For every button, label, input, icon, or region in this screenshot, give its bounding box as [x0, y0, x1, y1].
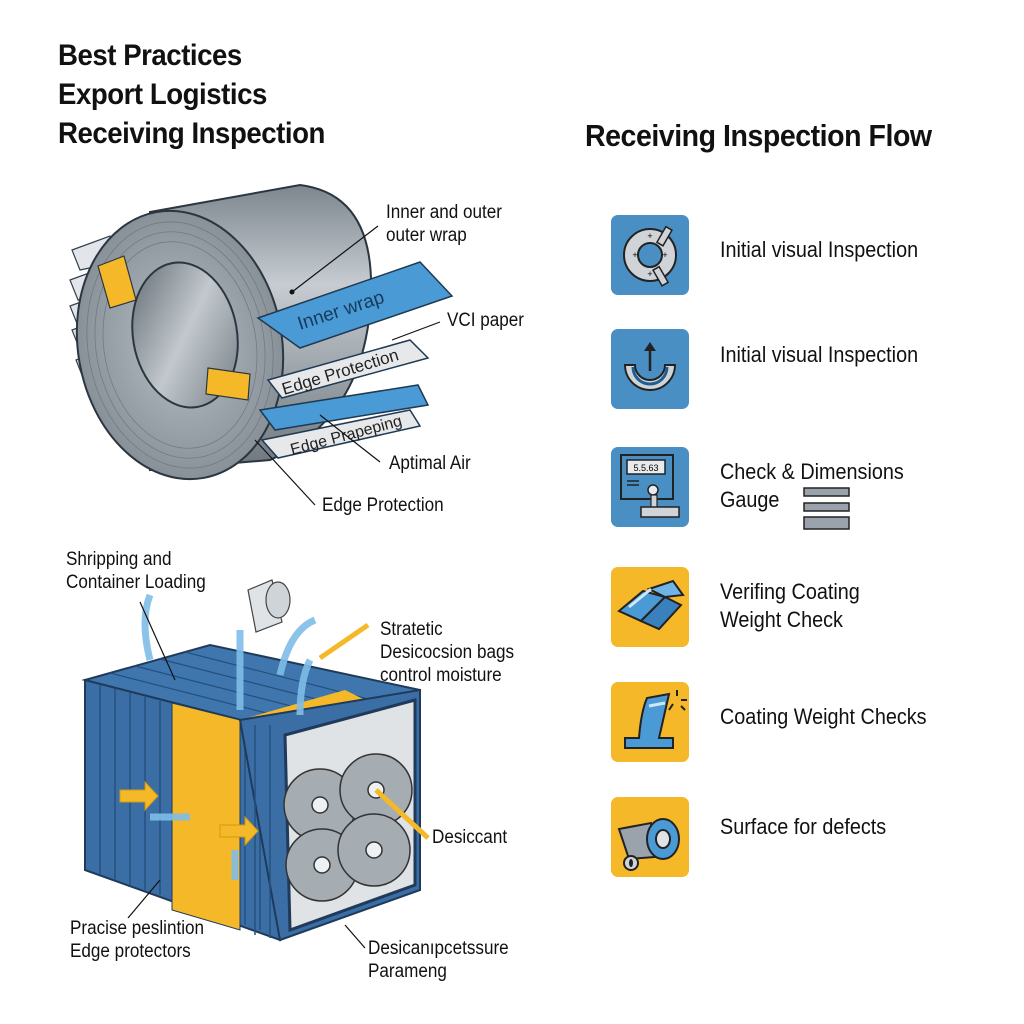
svg-text:+: +	[632, 250, 637, 260]
title-line-1: Best Practices	[58, 39, 242, 72]
wrap-layer-edge	[266, 339, 430, 399]
step-5-label: Coating Weight Checks	[720, 704, 927, 729]
step-4-label: Verifing Coating Weight Check	[720, 579, 860, 632]
callout-wrap: Inner and outer outer wrap	[386, 202, 502, 246]
wrap-layer-inner	[256, 261, 454, 349]
stacked-coils	[283, 753, 413, 902]
step-2-label: Initial visual Inspection	[720, 342, 919, 367]
coil-strap	[205, 367, 251, 401]
desiccant-bag	[247, 579, 291, 633]
airflow-arrows	[141, 593, 317, 880]
gauge-bars-icon	[803, 487, 850, 530]
step-3-label: Check & Dimensions Gauge	[720, 459, 904, 512]
container-diagram	[81, 579, 430, 949]
step-1-label: Initial visual Inspection	[720, 237, 919, 262]
title-line-2: Export Logistics	[58, 78, 267, 111]
callout-shipping: Shripping and Container Loading	[66, 549, 206, 593]
coil-cart-icon	[617, 818, 680, 871]
load-direction-arrows	[119, 780, 259, 847]
svg-text:+: +	[662, 250, 667, 260]
svg-text:+: +	[647, 231, 652, 241]
title-line-3: Receiving Inspection	[58, 117, 325, 150]
step-2-tile	[611, 329, 689, 409]
gauge-display: 5.5.63	[633, 463, 658, 473]
callout-vci-paper: VCI paper	[447, 310, 524, 331]
callout-edge-protection: Edge Protection	[322, 495, 444, 516]
open-box-icon	[617, 579, 685, 631]
step-5-tile	[611, 682, 689, 762]
container-band	[171, 702, 241, 931]
wrap-layer-paper	[260, 409, 422, 459]
coil-strap	[97, 255, 137, 309]
svg-text:+: +	[647, 269, 652, 279]
callout-edge-protectors: Pracise peslintion Edge protectors	[70, 918, 205, 962]
flow-title: Receiving Inspection Flow	[585, 118, 932, 153]
callout-pressure: Desicanıpcetssure Parameng	[368, 938, 509, 982]
coil-diagram: Inner wrap Edge Protection Edge Prapepin…	[69, 183, 454, 506]
coil-inspection-icon: + + + +	[623, 225, 677, 287]
coil-lift-icon	[623, 342, 677, 391]
step-6-tile	[611, 797, 689, 877]
callout-optimal-air: Aptimal Air	[389, 453, 471, 474]
step-4-tile	[611, 567, 689, 647]
step-3-tile: 5.5.63	[611, 447, 689, 527]
wrap-layer-blue	[258, 384, 430, 431]
step-1-tile: + + + +	[611, 215, 689, 295]
sheet-spark-icon	[624, 690, 687, 749]
gauge-meter-icon: 5.5.63	[620, 454, 680, 518]
main-title: Best Practices Export Logistics Receivin…	[58, 36, 325, 153]
step-6-label: Surface for defects	[720, 814, 887, 839]
callout-desiccant: Desiccant	[432, 827, 508, 848]
callout-desiccant-bags: Stratetic Desicocsion bags control moist…	[380, 619, 515, 686]
